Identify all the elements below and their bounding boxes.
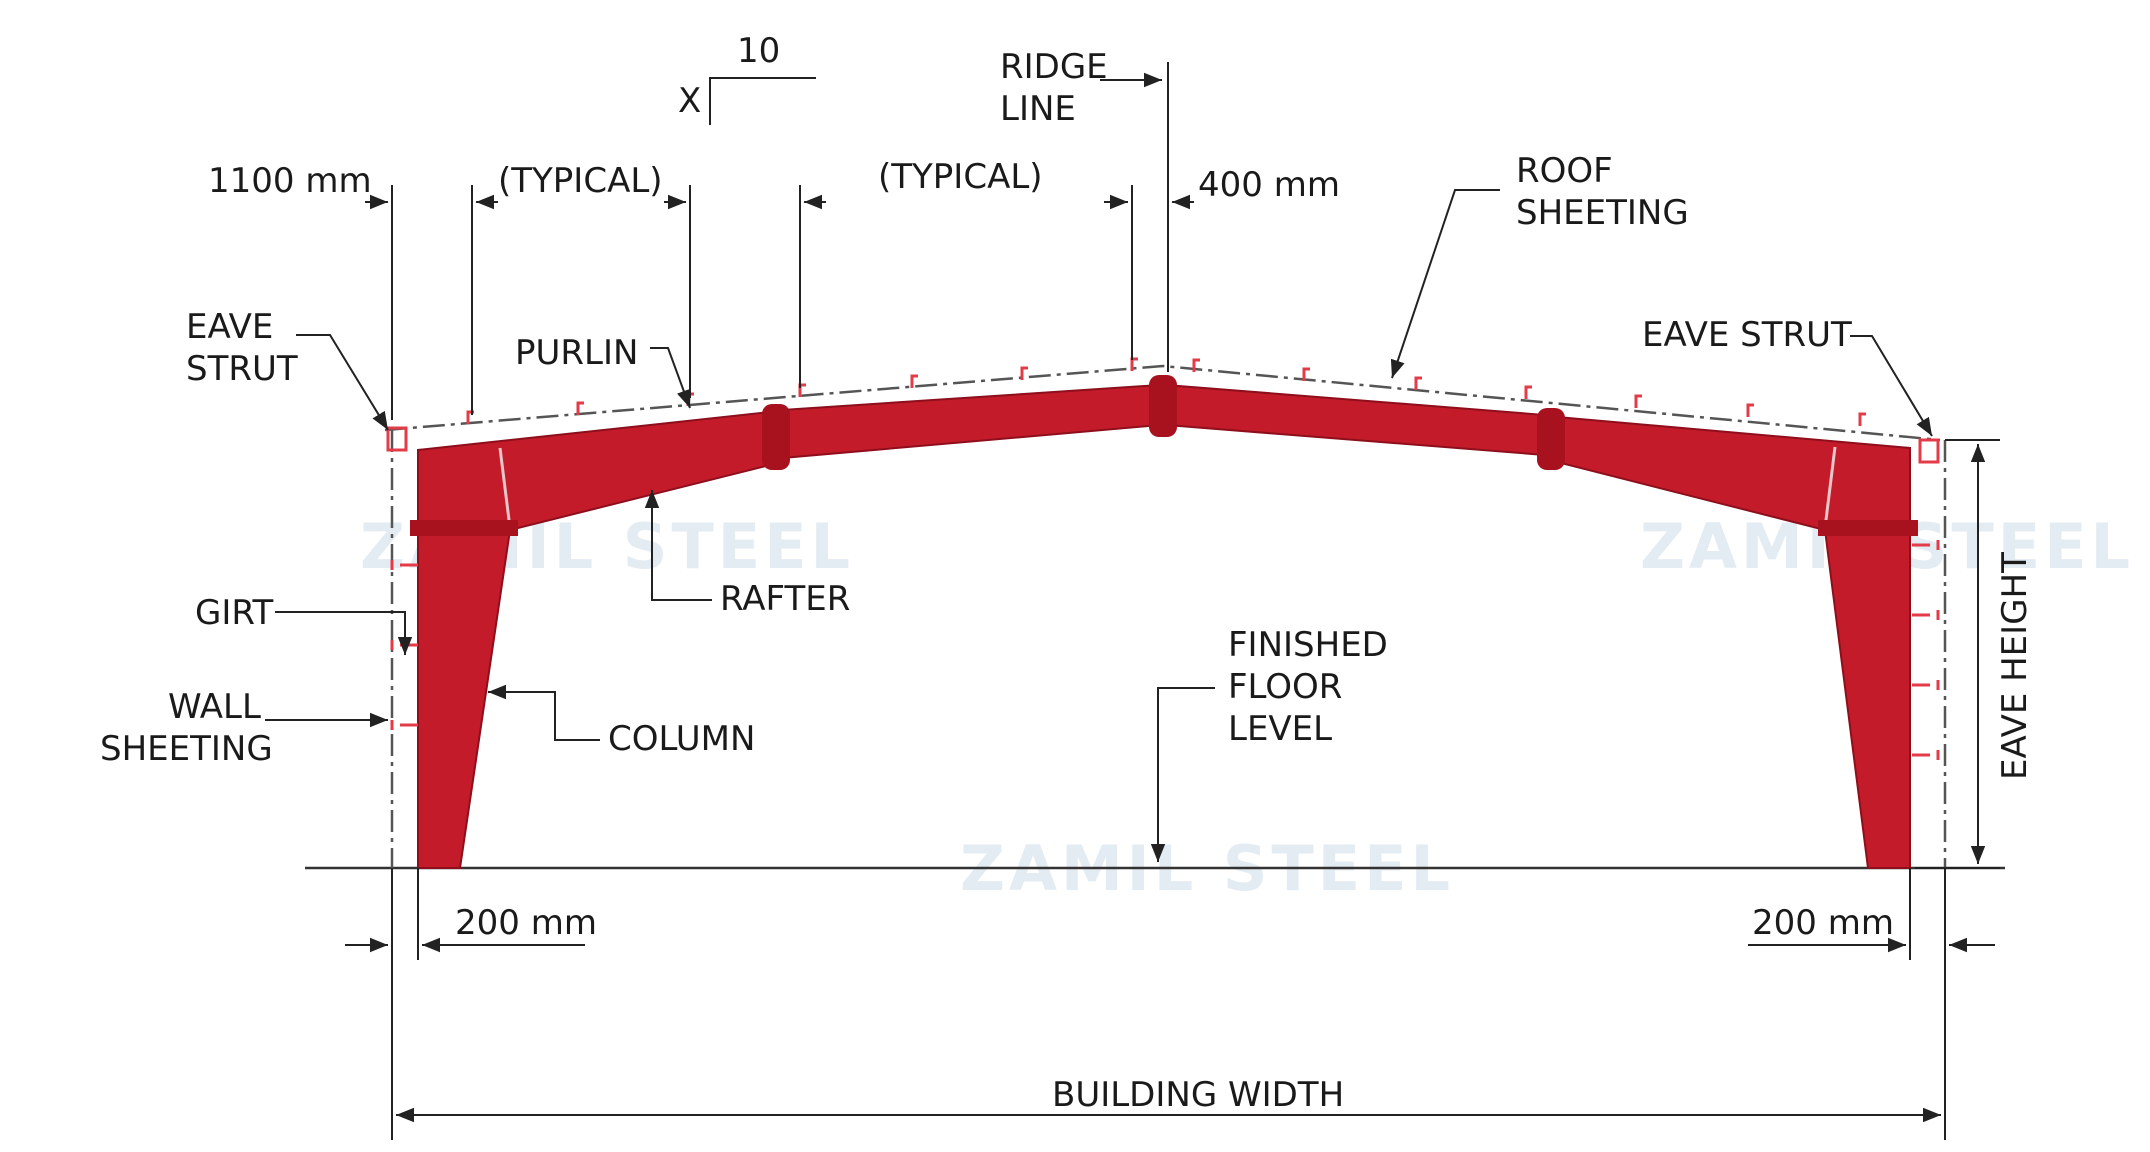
left-offset-label: 200 mm bbox=[455, 903, 597, 943]
eave-offset-label: 1100 mm bbox=[208, 161, 372, 201]
finished-floor-label-3: LEVEL bbox=[1228, 709, 1332, 749]
rafter-left-inner bbox=[781, 383, 1161, 460]
ridge-splice bbox=[1149, 375, 1177, 437]
eave-height-dimension: EAVE HEIGHT bbox=[1915, 439, 2035, 869]
typical-label-2: (TYPICAL) bbox=[878, 157, 1043, 197]
building-width-label: BUILDING WIDTH bbox=[1052, 1075, 1344, 1115]
purlin-callout: PURLIN bbox=[515, 333, 691, 409]
right-offset-label: 200 mm bbox=[1752, 903, 1894, 943]
wall-sheeting-label-2: SHEETING bbox=[100, 729, 273, 769]
finished-floor-callout: FINISHED FLOOR LEVEL bbox=[1150, 625, 1388, 862]
ridge-offset-label: 400 mm bbox=[1198, 165, 1340, 205]
rafter-callout: RAFTER bbox=[644, 490, 850, 619]
purlin-label: PURLIN bbox=[515, 333, 638, 373]
roof-sheeting-label-1: ROOF bbox=[1516, 151, 1613, 191]
wall-sheeting-callout: WALL SHEETING bbox=[100, 687, 388, 769]
girt-callout: GIRT bbox=[195, 593, 413, 655]
column-callout: COLUMN bbox=[488, 684, 755, 759]
finished-floor-label-1: FINISHED bbox=[1228, 625, 1388, 665]
eave-strut-right-callout: EAVE STRUT bbox=[1642, 315, 1933, 437]
splice-right bbox=[1537, 408, 1565, 470]
column-label: COLUMN bbox=[608, 719, 755, 759]
roof-sheeting-label-2: SHEETING bbox=[1516, 193, 1689, 233]
typical-label-1: (TYPICAL) bbox=[498, 161, 663, 201]
top-dimensions: 1100 mm (TYPICAL) (TYPICAL) 400 mm bbox=[208, 157, 1340, 420]
eave-strut-left-label-2: STRUT bbox=[186, 349, 298, 389]
eave-strut-right-label: EAVE STRUT bbox=[1642, 315, 1852, 355]
ridge-line-label-2: LINE bbox=[1000, 89, 1076, 129]
wall-sheeting-label-1: WALL bbox=[168, 687, 261, 727]
eave-strut-left-callout: EAVE STRUT bbox=[186, 307, 389, 431]
ridge-line-label-1: RIDGE bbox=[1000, 47, 1108, 87]
steel-frame bbox=[410, 375, 1918, 869]
eave-height-label: EAVE HEIGHT bbox=[1995, 552, 2035, 780]
building-width-dimension: BUILDING WIDTH bbox=[396, 1075, 1941, 1123]
splice-left bbox=[762, 404, 790, 470]
slope-run-label: 10 bbox=[737, 31, 780, 71]
eave-strut-left bbox=[386, 426, 408, 452]
roof-sheeting-callout: ROOF SHEETING bbox=[1390, 151, 1689, 379]
eave-strut-left-label-1: EAVE bbox=[186, 307, 273, 347]
bottom-offsets: 200 mm 200 mm bbox=[345, 868, 1995, 1140]
roof-sheeting-line bbox=[384, 364, 1941, 442]
finished-floor-label-2: FLOOR bbox=[1228, 667, 1342, 707]
slope-rise-label: X bbox=[678, 81, 701, 121]
rafter-right-inner bbox=[1165, 383, 1546, 457]
rafter-label: RAFTER bbox=[720, 579, 850, 619]
ridge-line-callout: RIDGE LINE bbox=[1000, 47, 1169, 372]
slope-indicator: 10 X bbox=[678, 31, 816, 125]
girt-label: GIRT bbox=[195, 593, 274, 633]
eave-strut-right bbox=[1918, 438, 1940, 464]
